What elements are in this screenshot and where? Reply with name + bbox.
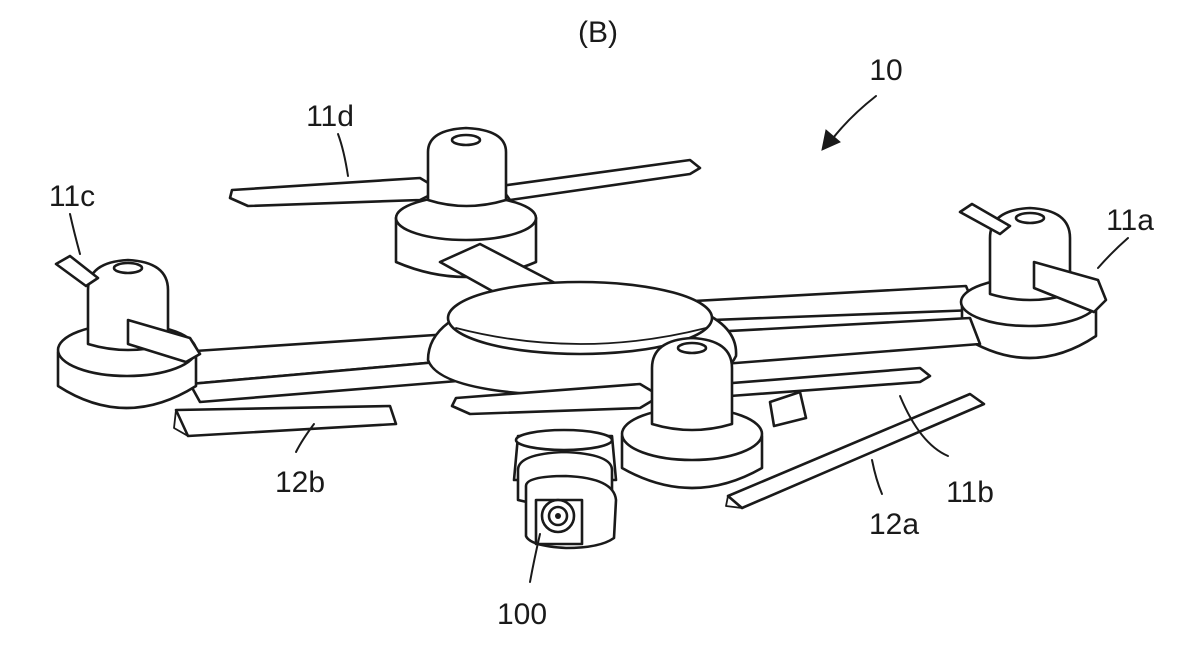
label-drone: 10 [869, 54, 902, 87]
panel-label: (B) [578, 16, 618, 49]
leader-lines [69, 133, 1129, 583]
camera-gimbal [512, 428, 618, 550]
drone-pointer-arrow [821, 95, 877, 151]
label-rotor-11c: 11c [49, 180, 95, 213]
rotor-11a [958, 202, 1108, 360]
rotor-11c [54, 254, 202, 410]
label-rotor-11b: 11b [946, 476, 994, 509]
skid-12b [173, 404, 398, 438]
label-rotor-11d: 11d [306, 100, 354, 133]
label-skid-12a: 12a [869, 508, 919, 541]
label-skid-12b: 12b [275, 466, 325, 499]
rotor-11b [450, 336, 932, 490]
label-camera-100: 100 [497, 598, 547, 631]
label-rotor-11a: 11a [1106, 204, 1154, 237]
rotor-11d [228, 126, 702, 279]
skid-12a [725, 390, 986, 510]
